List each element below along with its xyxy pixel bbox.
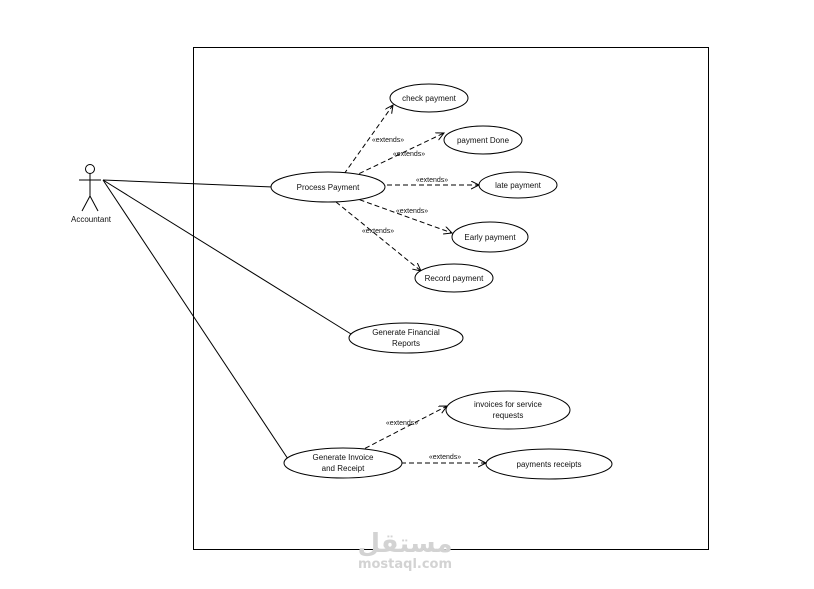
use-case-label-line-2: requests xyxy=(493,411,524,420)
watermark-url: mostaql.com xyxy=(357,557,453,572)
extends-label: «extends» xyxy=(393,151,425,158)
use-case-label-line-2: Reports xyxy=(392,339,420,348)
use-case-label-line-1: Generate Financial xyxy=(372,328,440,337)
use-case-label: payments receipts xyxy=(517,460,582,469)
use-case-label: Process Payment xyxy=(297,183,360,192)
use-case-record-payment[interactable]: Record payment xyxy=(414,263,494,293)
watermark: مستقل mostaql.com xyxy=(330,530,480,572)
use-case-payments-receipts[interactable]: payments receipts xyxy=(485,448,613,480)
extends-early-payment: «extends» xyxy=(351,196,452,233)
use-case-process-payment[interactable]: Process Payment xyxy=(270,171,386,203)
extends-label: «extends» xyxy=(429,454,461,461)
extends-payment-done: «extends» xyxy=(351,133,444,178)
use-case-check-payment[interactable]: check payment xyxy=(389,83,469,113)
extends-label: «extends» xyxy=(362,228,394,235)
use-case-generate-financial-reports[interactable]: Generate Financial Reports xyxy=(348,322,464,354)
use-case-label: payment Done xyxy=(457,136,510,145)
association-financial-reports xyxy=(102,179,352,335)
use-case-label: Record payment xyxy=(425,274,484,283)
use-case-label: late payment xyxy=(495,181,542,190)
extends-check-payment: «extends» xyxy=(343,105,404,175)
use-case-label: check payment xyxy=(402,94,457,103)
extends-record-payment: «extends» xyxy=(335,201,421,271)
use-case-invoices-service-requests[interactable]: invoices for service requests xyxy=(445,390,571,430)
extends-late-payment: «extends» xyxy=(387,177,479,185)
extends-payments-receipts: «extends» xyxy=(401,454,486,463)
use-case-label-line-2: and Receipt xyxy=(322,464,365,473)
use-case-label-line-1: Generate Invoice xyxy=(313,453,374,462)
actor-label: Accountant xyxy=(71,215,112,224)
watermark-logo-text: مستقل xyxy=(357,529,453,559)
use-case-late-payment[interactable]: late payment xyxy=(478,171,558,199)
system-boundary xyxy=(193,47,709,550)
extends-label: «extends» xyxy=(386,420,418,427)
association-process-payment xyxy=(102,179,274,188)
actor-right-leg xyxy=(89,195,99,212)
use-case-generate-invoice-receipt[interactable]: Generate Invoice and Receipt xyxy=(283,447,403,479)
actor-head xyxy=(85,164,95,174)
extends-label: «extends» xyxy=(396,208,428,215)
use-case-payment-done[interactable]: payment Done xyxy=(443,125,523,155)
extends-label: «extends» xyxy=(416,177,448,184)
association-invoice-receipt xyxy=(102,179,291,463)
use-case-label: Early payment xyxy=(464,233,516,242)
extends-invoices-service-requests: «extends» xyxy=(357,406,447,453)
use-case-label-line-1: invoices for service xyxy=(474,400,543,409)
actor-accountant[interactable]: Accountant xyxy=(71,164,112,225)
actor-left-leg xyxy=(81,195,91,212)
extends-label: «extends» xyxy=(372,137,404,144)
use-case-early-payment[interactable]: Early payment xyxy=(451,221,529,253)
